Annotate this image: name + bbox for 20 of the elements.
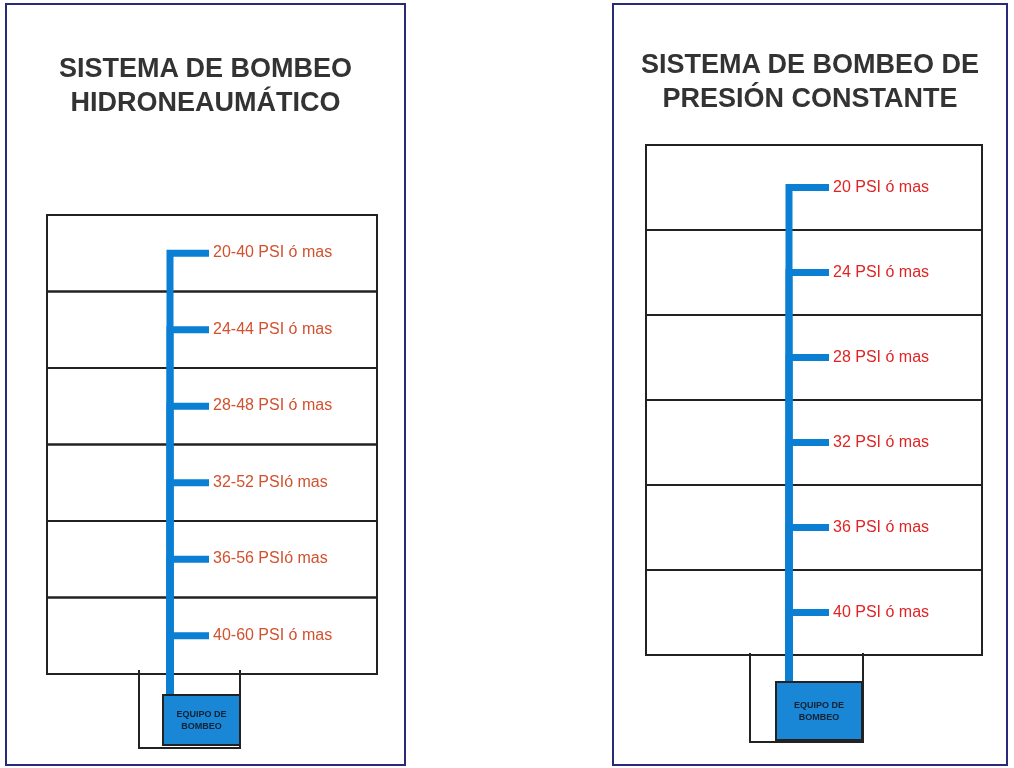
pressure-label: 28 PSI ó mas [833,347,930,366]
pressure-label: 36-56 PSIó mas [213,549,328,568]
pump-label: EQUIPO DE BOMBEO [793,699,845,723]
pressure-label: 20 PSI ó mas [833,177,930,196]
pressure-label: 20-40 PSI ó mas [213,243,333,262]
pressure-label: 24 PSI ó mas [833,262,930,281]
pressure-label: 36 PSI ó mas [833,517,930,536]
pressure-label: 24-44 PSI ó mas [213,319,333,338]
pressure-label: 32 PSI ó mas [833,432,930,451]
pressure-label: 28-48 PSI ó mas [213,396,333,415]
pressure-label: 32-52 PSIó mas [213,472,328,491]
pump-box [162,694,241,746]
pump-label: EQUIPO DE BOMBEO [175,708,228,732]
panel-frame [5,3,406,766]
panel-title: SISTEMA DE BOMBEO DE PRESIÓN CONSTANTE [640,48,980,115]
panel-title: SISTEMA DE BOMBEO HIDRONEAUMÁTICO [58,52,353,119]
pump-box [775,681,863,741]
pressure-label: 40 PSI ó mas [833,602,930,621]
panel-frame [612,3,1008,766]
pressure-label: 40-60 PSI ó mas [213,625,333,644]
